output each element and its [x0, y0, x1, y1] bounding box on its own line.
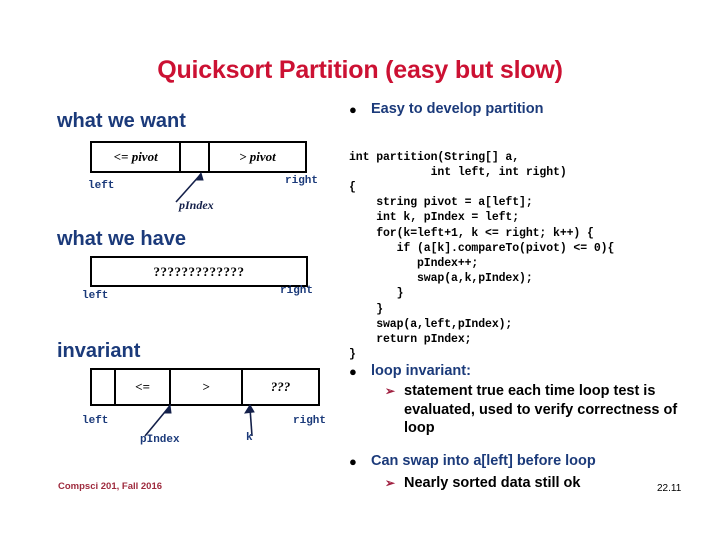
sub-bullet-nearly-sorted-label: Nearly sorted data still ok: [404, 475, 581, 491]
code-block-partition: int partition(String[] a, int left, int …: [349, 150, 615, 362]
array-cell-le-pivot: <= pivot: [92, 143, 182, 171]
label-invariant-left: left: [82, 415, 109, 427]
leader-line-invariant-pindex: [144, 403, 172, 437]
bullet-dot-icon: ●: [349, 454, 357, 469]
array-cell-gt-pivot: > pivot: [239, 149, 276, 164]
label-invariant-k: k: [246, 432, 253, 444]
array-cell-inv-pivot-slot: [92, 370, 116, 404]
label-have-right: right: [280, 285, 314, 297]
footer-course-label: Compsci 201, Fall 2016: [58, 481, 163, 492]
label-want-right: right: [285, 175, 319, 187]
array-cell-pivot-slot: [181, 143, 210, 171]
bullet-loop-invariant: ● loop invariant:: [349, 362, 699, 381]
bullet-dot-icon: ●: [349, 102, 357, 117]
array-cell-inv-unknown: ???: [270, 379, 291, 394]
label-want-left: left: [88, 180, 115, 192]
array-diagram-what-we-want: <= pivot > pivot: [90, 141, 307, 173]
label-want-pindex: pIndex: [179, 198, 214, 212]
section-heading-what-we-want: what we want: [57, 110, 186, 132]
leader-line-invariant-k: [244, 404, 255, 437]
page-title: Quicksort Partition (easy but slow): [157, 56, 563, 84]
array-diagram-what-we-have: ?????????????: [90, 256, 308, 287]
chevron-right-icon: ➢: [385, 476, 396, 490]
array-cell-inv-gt: >: [171, 370, 243, 404]
bullet-dot-icon: ●: [349, 364, 357, 379]
sub-bullet-nearly-sorted: ➢ Nearly sorted data still ok: [385, 474, 695, 493]
bullet-easy-to-develop-label: Easy to develop partition: [371, 101, 544, 117]
bullet-easy-to-develop: ● Easy to develop partition: [349, 100, 699, 119]
sub-bullet-statement-true: ➢ statement true each time loop test is …: [385, 382, 695, 438]
array-diagram-invariant: <= > ???: [90, 368, 320, 406]
leader-line-want-pindex: [175, 171, 204, 203]
bullet-can-swap-label: Can swap into a[left] before loop: [371, 453, 596, 469]
section-heading-invariant: invariant: [57, 340, 141, 362]
footer-page-number: 22.11: [657, 483, 682, 494]
array-cell-inv-le: <=: [116, 370, 171, 404]
label-invariant-pindex: pIndex: [140, 434, 180, 446]
label-have-left: left: [82, 290, 109, 302]
bullet-can-swap: ● Can swap into a[left] before loop: [349, 452, 699, 471]
section-heading-what-we-have: what we have: [57, 228, 186, 250]
bullet-loop-invariant-label: loop invariant:: [371, 363, 471, 379]
sub-bullet-statement-true-label: statement true each time loop test is ev…: [404, 383, 678, 436]
chevron-right-icon: ➢: [385, 384, 396, 398]
label-invariant-right: right: [293, 415, 327, 427]
array-cell-unknown: ?????????????: [153, 263, 245, 279]
